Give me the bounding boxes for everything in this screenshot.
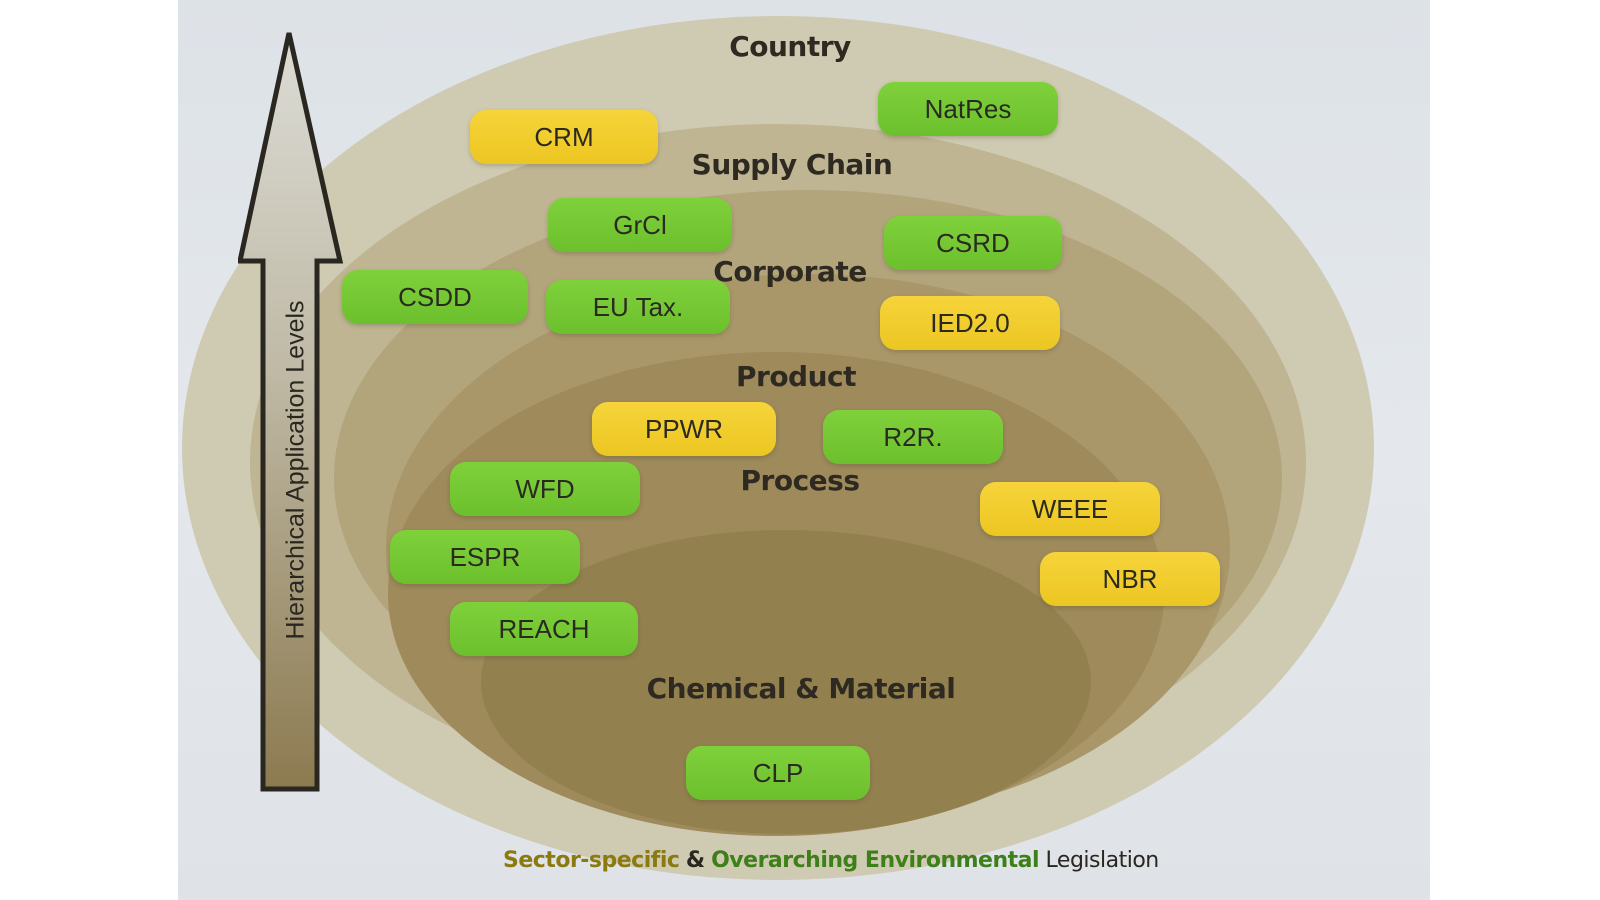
- level-label-process: Process: [740, 464, 861, 497]
- legislation-ied2: IED2.0: [880, 296, 1060, 350]
- legislation-grcl: GrCl: [548, 198, 732, 252]
- legislation-nbr: NBR: [1040, 552, 1220, 606]
- arrow-label: Hierarchical Application Levels: [281, 300, 310, 640]
- legislation-eu-tax: EU Tax.: [546, 280, 730, 334]
- legislation-ppwr: PPWR: [592, 402, 776, 456]
- level-label-country: Country: [729, 30, 851, 63]
- footer-caption: Sector-specific & Overarching Environmen…: [503, 848, 1159, 873]
- footer-part-legislation: Legislation: [1045, 848, 1160, 873]
- legislation-wfd: WFD: [450, 462, 640, 516]
- diagram-slide: Country Supply Chain Corporate Product P…: [178, 0, 1430, 900]
- footer-part-sector-specific: Sector-specific: [503, 848, 680, 873]
- level-label-corporate: Corporate: [713, 255, 867, 288]
- legislation-natres: NatRes: [878, 82, 1058, 136]
- level-label-supply-chain: Supply Chain: [691, 148, 893, 181]
- footer-part-ampersand: &: [685, 848, 705, 873]
- legislation-clp: CLP: [686, 746, 870, 800]
- legislation-csdd: CSDD: [342, 270, 528, 324]
- legislation-csrd: CSRD: [884, 216, 1062, 270]
- footer-part-overarching: Overarching Environmental: [711, 848, 1040, 873]
- legislation-crm: CRM: [470, 110, 658, 164]
- level-label-product: Product: [735, 360, 857, 393]
- hierarchy-arrow-icon: [238, 32, 344, 792]
- legislation-reach: REACH: [450, 602, 638, 656]
- legislation-weee: WEEE: [980, 482, 1160, 536]
- legislation-espr: ESPR: [390, 530, 580, 584]
- level-label-chemical-material: Chemical & Material: [646, 672, 956, 705]
- legislation-r2r: R2R.: [823, 410, 1003, 464]
